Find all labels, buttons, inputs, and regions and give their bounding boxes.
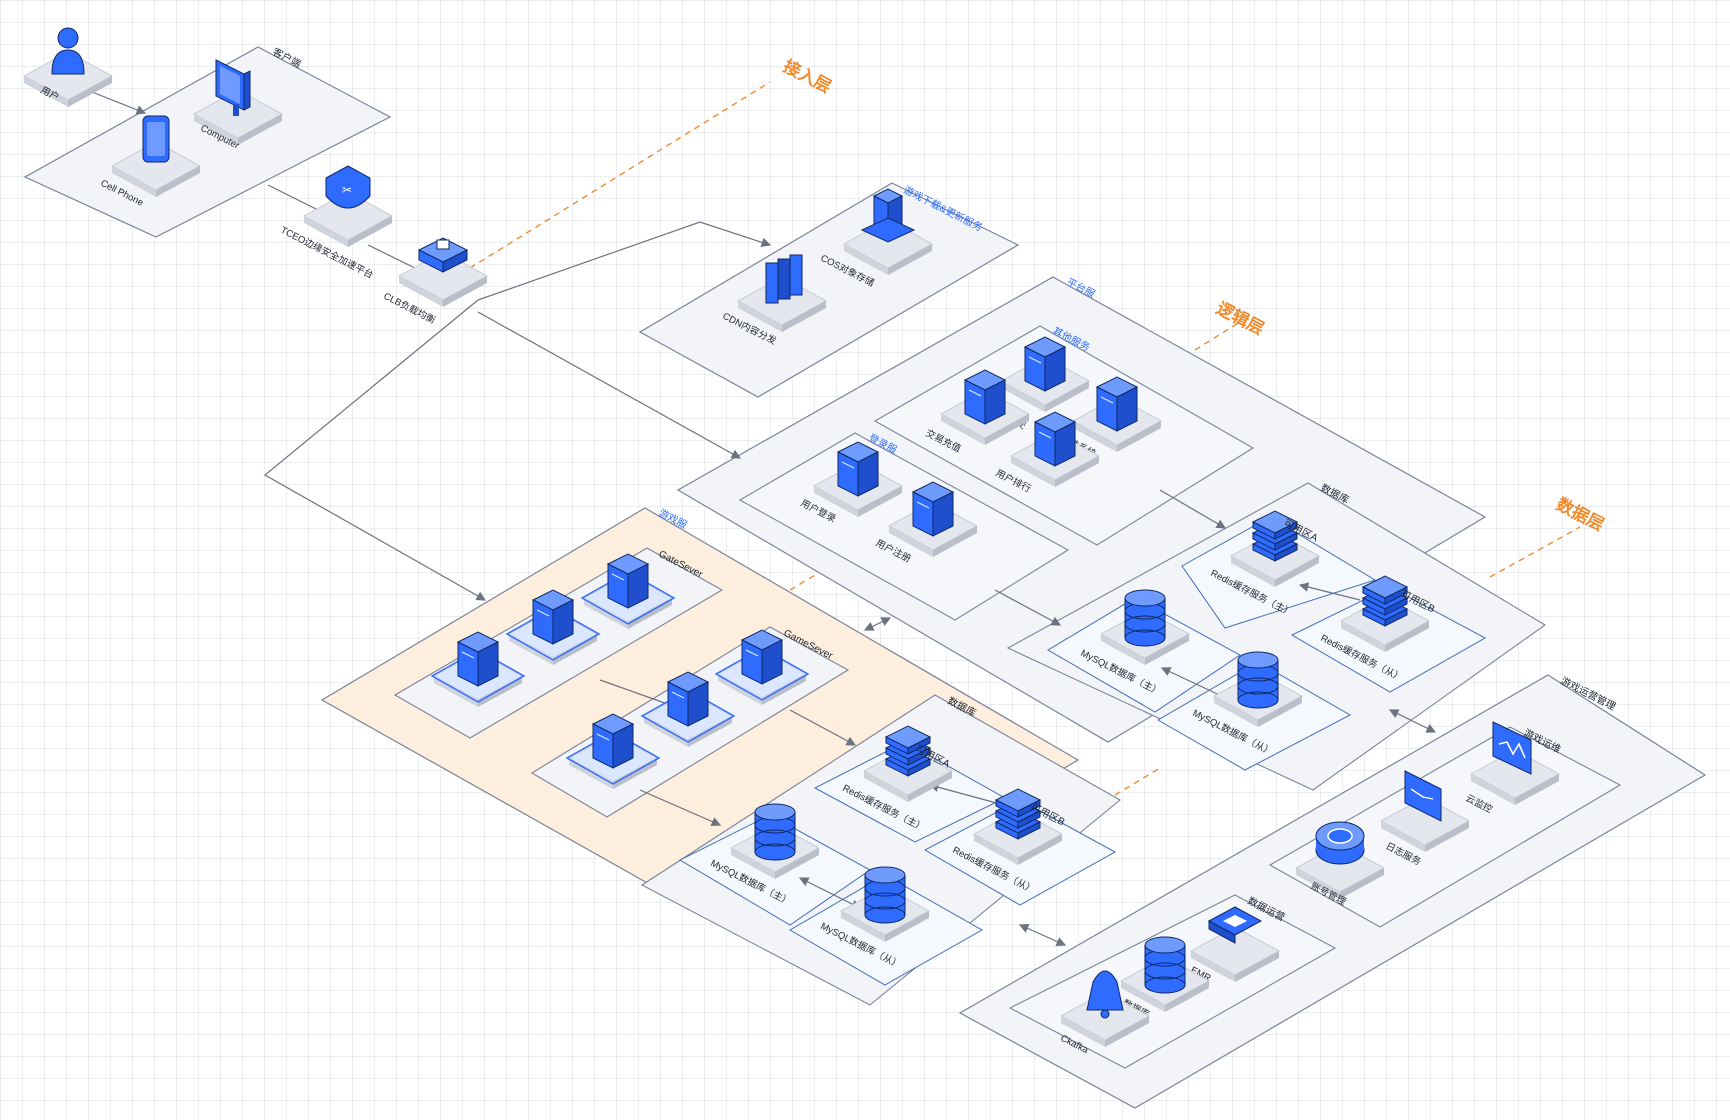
- node-server-1[interactable]: [580, 553, 676, 629]
- node-log-service[interactable]: 日志服务: [1379, 770, 1471, 868]
- node-server-5[interactable]: [640, 671, 736, 747]
- layer-label-access: 接入层: [780, 56, 835, 97]
- node-clb[interactable]: CLB负载均衡: [382, 237, 489, 327]
- node-server-4[interactable]: [714, 629, 810, 705]
- svg-text:✂: ✂: [342, 183, 352, 197]
- node-account[interactable]: 账号管理: [1294, 821, 1386, 908]
- node-emr[interactable]: EMR: [1189, 906, 1281, 984]
- layer-label-logic: 逻辑层: [1213, 298, 1268, 339]
- node-server-6[interactable]: [565, 713, 661, 789]
- connectors: [91, 91, 1437, 946]
- node-register[interactable]: 用户注册: [874, 481, 979, 565]
- layer-label-data: 数据层: [1553, 494, 1608, 535]
- group-download: [638, 182, 1020, 398]
- node-server-2[interactable]: [505, 589, 601, 665]
- group-game-db: [640, 694, 1121, 1006]
- node-phone[interactable]: Cell Phone: [99, 115, 202, 209]
- layer-lines: [469, 81, 1581, 796]
- node-user[interactable]: 用户: [22, 27, 114, 107]
- group-client: [23, 46, 392, 238]
- node-server-3[interactable]: [430, 631, 526, 707]
- node-mail[interactable]: 邮件系统: [1059, 376, 1163, 460]
- node-tceo[interactable]: ✂TCEO边缘安全加速平台: [279, 165, 394, 281]
- node-login[interactable]: 用户登录: [799, 441, 904, 525]
